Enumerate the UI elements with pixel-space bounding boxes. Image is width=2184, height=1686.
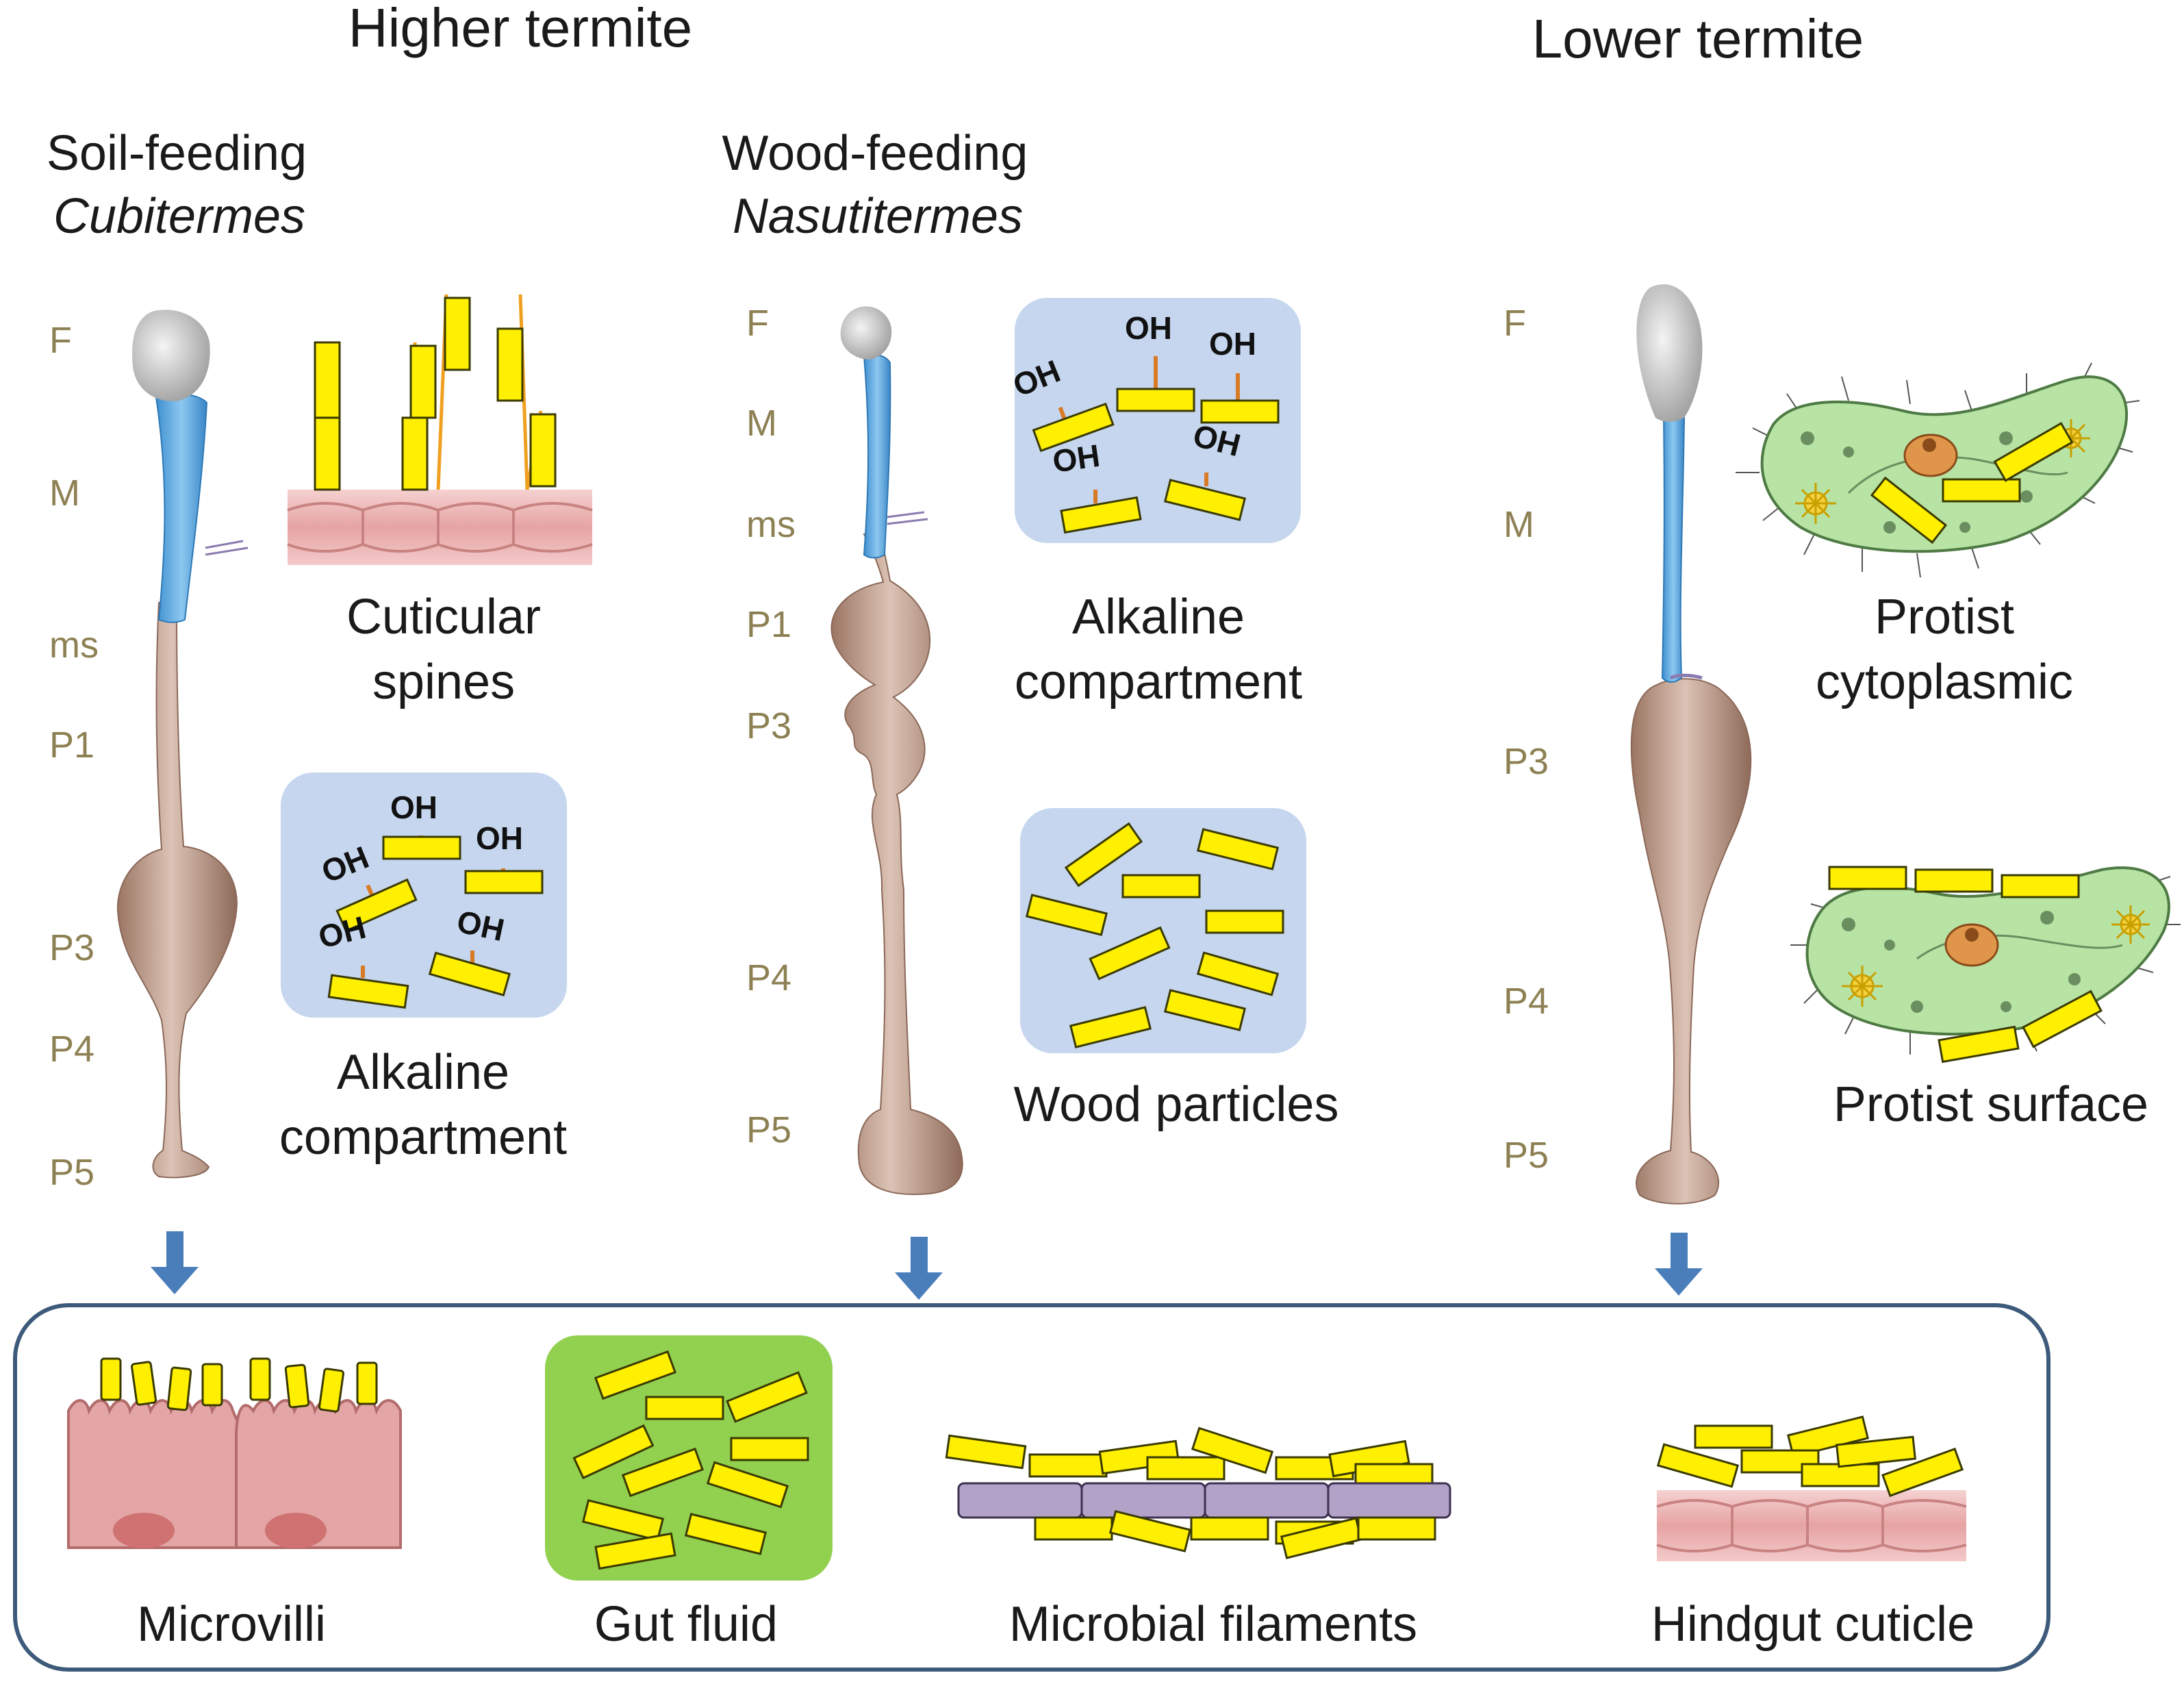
soil-seg-p1: P1 — [49, 725, 94, 766]
cuticular-spines-illustration — [287, 294, 593, 565]
wood-seg-p5: P5 — [746, 1109, 791, 1150]
wood-seg-m: M — [746, 403, 777, 444]
lower-seg-p3: P3 — [1503, 741, 1549, 782]
wood-particles-panel — [1020, 808, 1306, 1053]
soil-alkaline-label-2: compartment — [279, 1110, 567, 1165]
microvilli-illustration — [67, 1357, 402, 1549]
soil-feeding-gut — [116, 310, 249, 1179]
down-arrows — [151, 1231, 1703, 1300]
soil-segment-labels: F M ms P1 P3 P4 P5 — [49, 320, 99, 1193]
soil-genus-label: Cubitermes — [53, 189, 305, 244]
oh-9: OH — [1050, 438, 1102, 479]
soil-seg-p4: P4 — [49, 1029, 94, 1070]
protist-cyto-label-1: Protist — [1875, 590, 2014, 644]
oh-1: OH — [390, 790, 437, 825]
soil-seg-p5: P5 — [49, 1152, 94, 1193]
lower-seg-m: M — [1503, 504, 1534, 545]
lower-seg-p5: P5 — [1503, 1135, 1549, 1176]
arrow-wood — [895, 1237, 943, 1300]
soil-seg-f: F — [49, 320, 72, 361]
soil-seg-ms: ms — [49, 625, 99, 666]
soil-seg-p3: P3 — [49, 927, 94, 968]
oh-2: OH — [476, 820, 523, 856]
lower-segment-labels: F M P3 P4 P5 — [1503, 303, 1549, 1176]
lower-termite-gut — [1630, 284, 1752, 1205]
wood-alkaline-label-2: compartment — [1015, 655, 1302, 709]
wood-genus-label: Nasutitermes — [733, 189, 1023, 244]
wood-seg-ms: ms — [746, 504, 796, 545]
oh-7: OH — [1209, 326, 1256, 362]
gut-fluid-label: Gut fluid — [594, 1597, 778, 1652]
protist-cytoplasmic-illustration — [1736, 362, 2140, 578]
wood-seg-p4: P4 — [746, 957, 791, 998]
lower-seg-p4: P4 — [1503, 981, 1549, 1022]
oh-6: OH — [1125, 310, 1172, 346]
wood-alkaline-label-1: Alkaline — [1072, 590, 1245, 644]
filament-chain — [957, 1482, 1451, 1519]
soil-alkaline-panel: OH OH OH OH OH — [281, 772, 567, 1018]
arrow-soil — [151, 1231, 199, 1294]
arrow-lower — [1655, 1233, 1703, 1296]
microbial-filaments-label: Microbial filaments — [1009, 1597, 1417, 1652]
hindgut-cuticle-illustration — [1656, 1416, 1967, 1561]
header-lower-termite: Lower termite — [1532, 8, 1864, 69]
wood-particles-label: Wood particles — [1014, 1077, 1339, 1132]
wood-seg-p3: P3 — [746, 705, 791, 746]
wood-seg-f: F — [746, 303, 769, 344]
protist-surface-label: Protist surface — [1833, 1077, 2148, 1132]
cuticular-label-2: spines — [372, 655, 515, 709]
soil-seg-m: M — [49, 473, 80, 514]
cuticular-label-1: Cuticular — [346, 590, 541, 644]
gut-fluid-illustration — [545, 1335, 833, 1581]
soil-feeding-label: Soil-feeding — [47, 126, 307, 181]
microvilli-label: Microvilli — [137, 1597, 326, 1652]
hindgut-cuticle-label: Hindgut cuticle — [1651, 1597, 1975, 1652]
wood-feeding-label: Wood-feeding — [722, 126, 1028, 181]
wood-alkaline-panel: OH OH OH OH OH — [1008, 298, 1301, 543]
soil-alkaline-label-1: Alkaline — [337, 1045, 509, 1100]
wood-feeding-gut — [830, 306, 963, 1196]
microbial-filaments-illustration — [945, 1426, 1451, 1559]
wood-seg-p1: P1 — [746, 604, 791, 645]
header-higher-termite: Higher termite — [348, 0, 692, 58]
protist-cyto-label-2: cytoplasmic — [1816, 655, 2073, 709]
wood-segment-labels: F M ms P1 P3 P4 P5 — [746, 303, 796, 1150]
protist-surface-illustration — [1790, 866, 2181, 1064]
lower-seg-f: F — [1503, 303, 1526, 344]
